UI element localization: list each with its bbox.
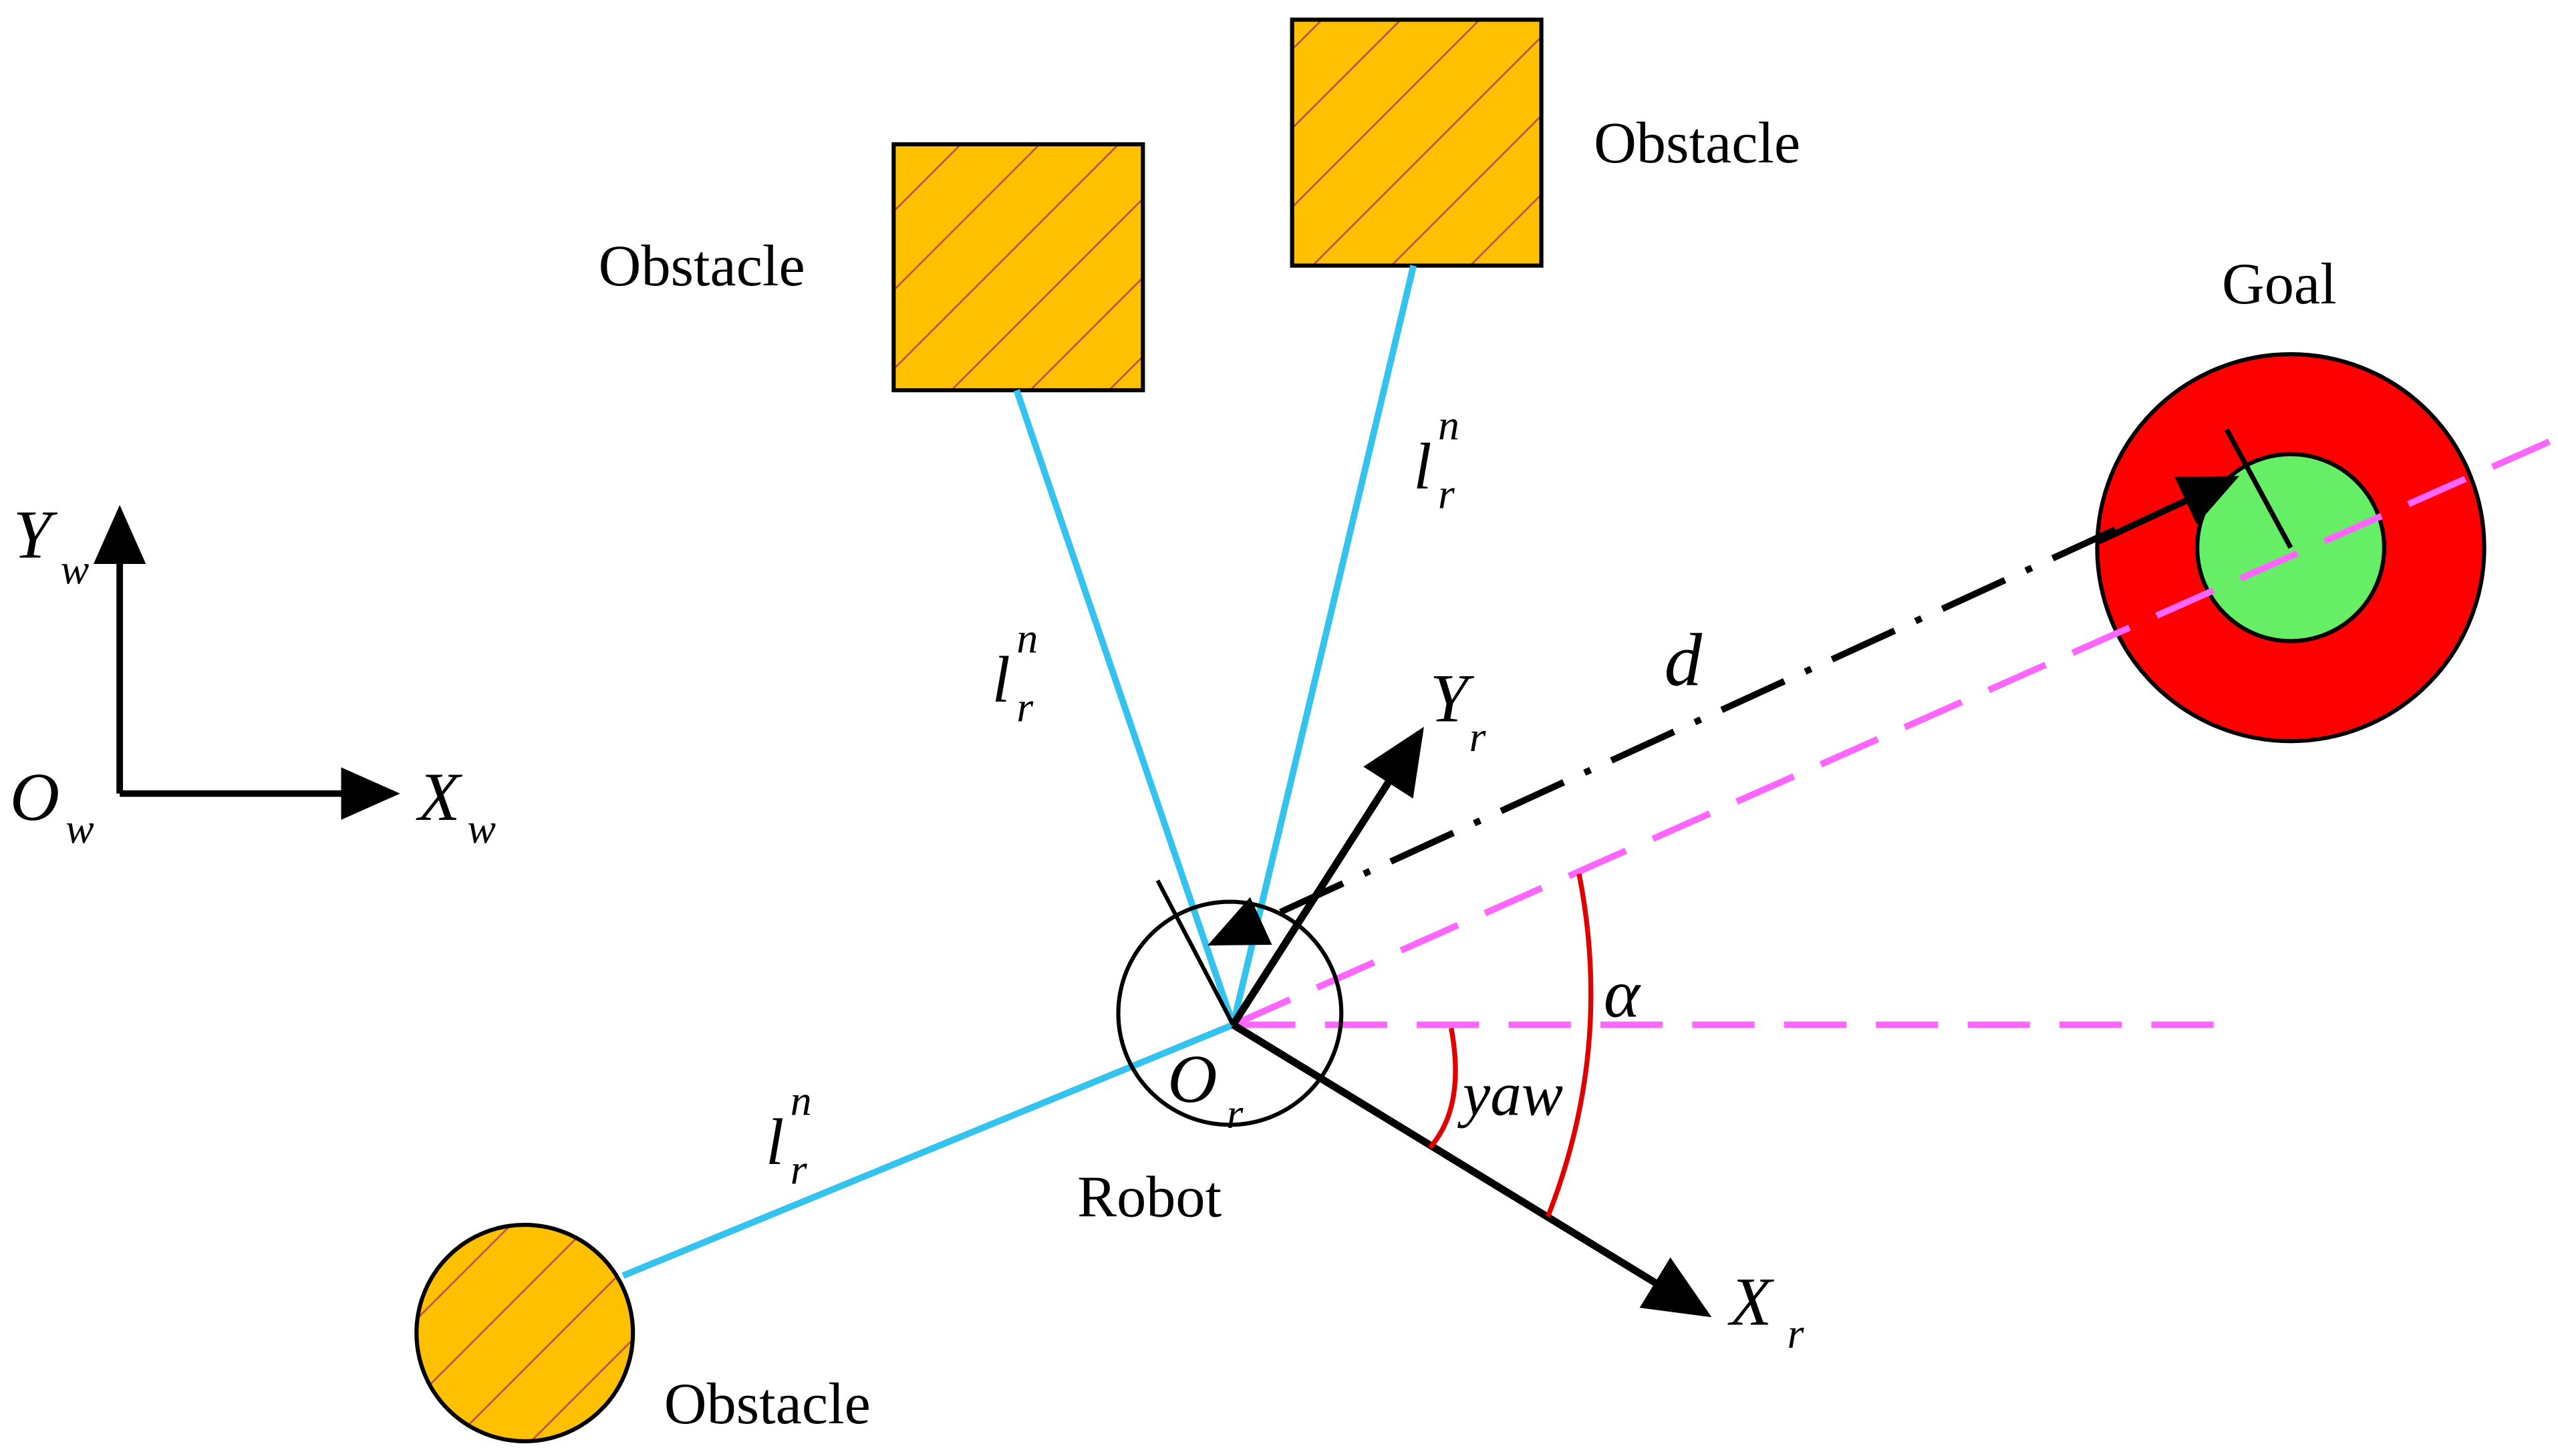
obstacle-top-right-square [1290,17,1544,268]
goal-distance-line [1207,527,2117,946]
goal-radius-arrow [2097,476,2240,545]
world-y-subscript: w [61,546,90,593]
range-label-bottom: l n r [766,1077,812,1193]
obstacle-label-top-left: Obstacle [599,233,805,299]
robot-y-label: Y [1430,661,1475,737]
yaw-label: yaw [1457,1060,1563,1129]
alpha-label: α [1604,956,1641,1032]
obstacle-label-top-right: Obstacle [1594,110,1800,176]
range-label-bottom-sup: n [791,1077,812,1125]
range-label-bottom-sub: r [791,1146,808,1193]
range-label-bottom-main: l [766,1107,784,1179]
range-label-right-sup: n [1438,402,1459,449]
distance-label: d [1665,619,1703,702]
obstacle-bottom-circle [414,1222,635,1443]
world-y-label: Y [13,496,58,573]
obstacle-top-left-square [891,142,1145,393]
range-label-right-sub: r [1438,470,1455,518]
robot-label: Robot [1077,1165,1222,1230]
obstacle-label-bottom: Obstacle [664,1371,871,1437]
robot-origin-label: O [1167,1041,1217,1117]
world-origin-label: O [10,759,59,835]
range-ray-right [1230,265,1417,1026]
goal-heading-dash [1232,434,2558,1028]
robot-x-subscript: r [1788,1310,1805,1357]
goal-target [2095,351,2486,744]
goal-label: Goal [2222,251,2337,317]
yaw-angle-arc [1427,1027,1458,1150]
robot-origin-subscript: r [1226,1090,1244,1137]
range-ray-bottom [621,1022,1235,1279]
robot-heading-tick [1155,879,1236,1026]
goal-radius-line [2225,428,2293,549]
range-label-left-sub: r [1016,684,1034,731]
robot-body [1116,899,1344,1127]
robot-y-axis-arrow [1230,726,1424,1027]
robot-y-subscript: r [1469,713,1487,760]
range-label-left-sup: n [1016,615,1038,662]
world-origin-subscript: w [65,805,94,852]
world-x-label: X [416,759,463,835]
range-ray-left [1013,389,1236,1026]
world-x-subscript: w [467,805,496,852]
robot-x-label: X [1727,1264,1775,1340]
range-label-left: l n r [992,615,1038,731]
alpha-angle-arc [1546,873,1594,1218]
range-label-left-main: l [992,644,1010,716]
range-label-right-main: l [1413,431,1431,503]
robot-x-axis-arrow [1231,1021,1712,1318]
range-label-right: l n r [1413,402,1459,518]
